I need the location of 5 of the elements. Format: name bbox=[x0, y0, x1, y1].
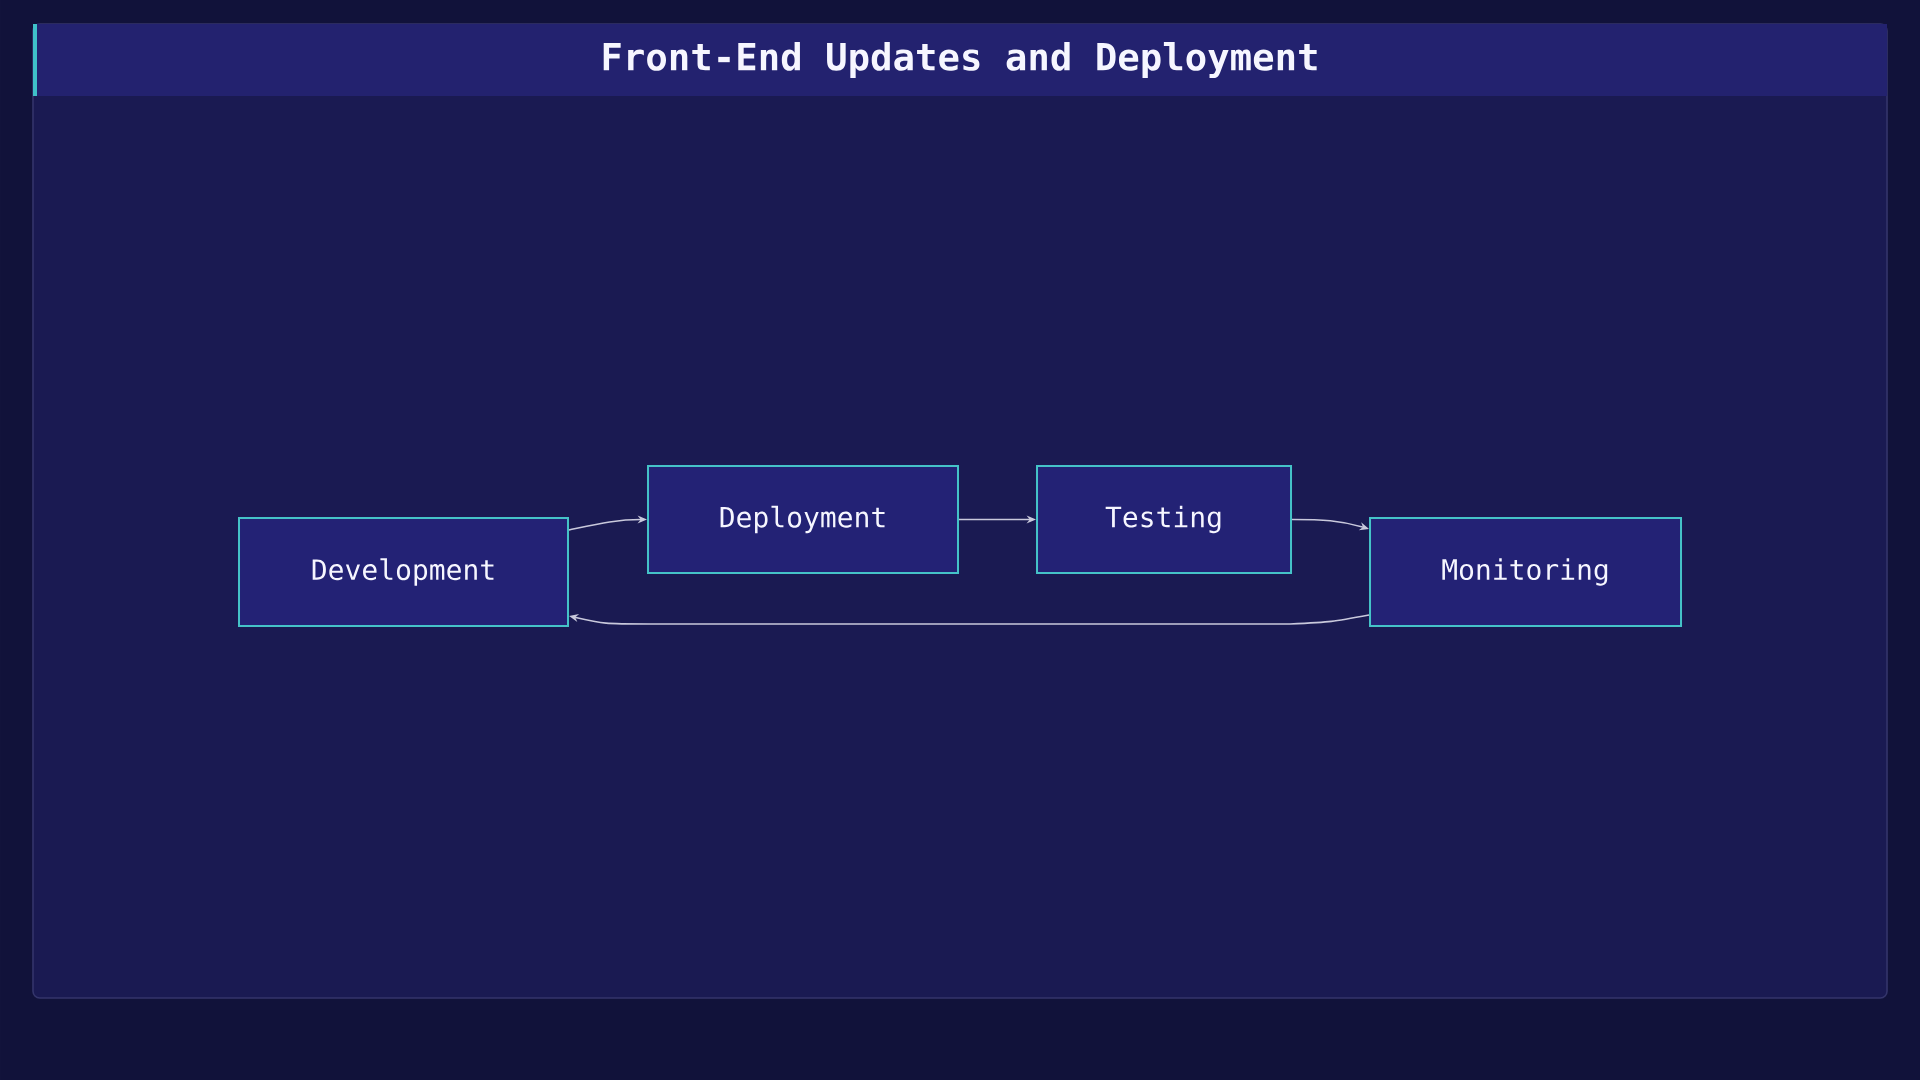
process-box: Development bbox=[238, 517, 569, 627]
process-box: Deployment bbox=[647, 465, 959, 574]
process-box: Testing bbox=[1036, 465, 1292, 574]
title-bar: Front-End Updates and Deployment bbox=[33, 24, 1887, 96]
process-box: Monitoring bbox=[1369, 517, 1682, 627]
